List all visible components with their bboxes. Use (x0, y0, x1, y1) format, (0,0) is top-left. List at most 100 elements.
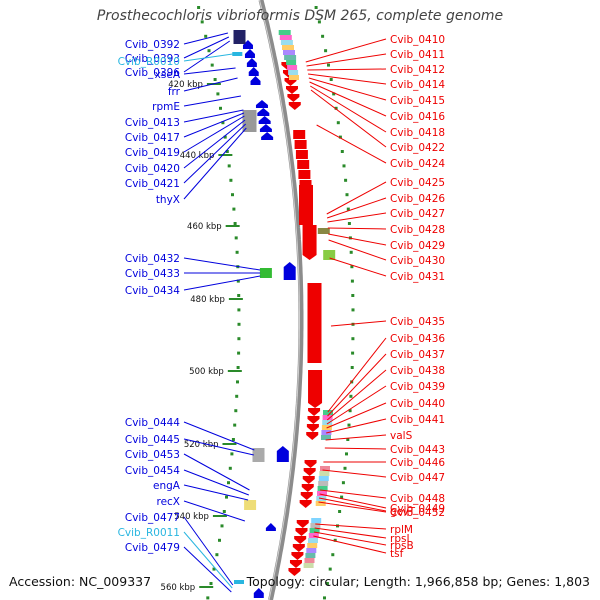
leader-line (319, 493, 387, 509)
kbp-dot-outer (332, 92, 336, 96)
gene-label-right: Cvib_0449 (390, 503, 445, 515)
cog-color-block (280, 40, 293, 45)
kbp-dot-outer (350, 366, 354, 369)
kbp-dot-inner (227, 164, 231, 168)
kbp-dot-outer (328, 567, 332, 571)
forward-gene-arrow (276, 446, 289, 462)
gene-label-left: Cvib_0445 (125, 434, 180, 446)
cog-color-block (322, 420, 333, 425)
leader-line (183, 53, 233, 62)
reverse-gene-block (323, 250, 336, 260)
reverse-gene-arrow (306, 424, 319, 432)
kbp-dot-outer (350, 279, 354, 283)
kbp-dot-inner (228, 466, 232, 470)
kbp-label: 460 kbp (187, 222, 222, 232)
gene-label-right: Cvib_0441 (390, 414, 445, 426)
leader-line (318, 501, 387, 513)
leader-line (315, 523, 387, 530)
leader-line (316, 124, 387, 164)
leader-line (313, 535, 387, 554)
kbp-dot-outer (340, 495, 344, 499)
kbp-dot-inner (237, 337, 241, 341)
kbp-dot-outer (317, 20, 321, 24)
gene-label-left: rpmE (152, 101, 180, 113)
leader-line (325, 434, 387, 441)
genome-title: Prosthecochloris vibrioformis DSM 265, c… (96, 8, 504, 24)
gene-label-right: Cvib_0446 (390, 457, 445, 469)
kbp-dot-outer (334, 106, 338, 110)
leader-line (326, 385, 387, 425)
reverse-gene-arrow (291, 552, 304, 560)
leader-line (326, 402, 387, 429)
kbp-dot-inner (216, 92, 220, 96)
gene-label-left: Cvib_0433 (125, 268, 180, 280)
leader-line (305, 38, 387, 63)
kbp-label: 520 kbp (184, 440, 219, 450)
forward-gene-arrow (258, 116, 271, 124)
reverse-gene (295, 150, 308, 159)
gene-label-left: Cvib_0419 (125, 147, 180, 159)
kbp-dot-outer (345, 452, 348, 456)
gene-label-right: Cvib_0415 (390, 95, 445, 107)
backbone-arc (258, 0, 304, 600)
leader-line (183, 32, 229, 45)
gene-label-right: Cvib_0443 (390, 444, 445, 456)
reverse-gene-arrow (295, 528, 308, 536)
forward-gene-block (259, 268, 272, 278)
cog-color-block (278, 30, 291, 35)
reverse-gene (299, 180, 312, 189)
kbp-dot-outer (343, 466, 347, 470)
cog-color-block (283, 50, 295, 55)
gene-label-left: Cvib_0393 (125, 53, 180, 65)
reverse-gene-arrow (287, 94, 300, 102)
gene-label-right: tsf (390, 548, 404, 560)
leader-line (326, 197, 387, 219)
reverse-gene-arrow (301, 484, 314, 492)
gene-label-left: Cvib_0444 (125, 417, 180, 429)
leader-line (310, 85, 387, 133)
reverse-gene-arrow (288, 568, 301, 576)
kbp-dot-outer (349, 250, 353, 254)
cog-color-block (320, 466, 330, 471)
cog-color-block (309, 528, 320, 533)
forward-gene-block (233, 30, 246, 44)
kbp-dot-inner (220, 524, 224, 528)
leader-line (308, 77, 387, 101)
kbp-dot-inner (237, 351, 241, 355)
leader-line (309, 81, 387, 117)
cog-color-block (305, 553, 316, 558)
leader-line (183, 123, 247, 184)
leader-line (324, 447, 387, 450)
cog-color-block (319, 471, 330, 476)
gene-label-left: Cvib_0477 (125, 512, 180, 524)
gene-label-right: Cvib_0452 (390, 507, 445, 519)
cog-color-block (284, 55, 297, 60)
gene-label-right: Cvib_0440 (390, 398, 445, 410)
rna-gene (232, 52, 243, 56)
leader-line (183, 257, 261, 271)
kbp-dot-outer (325, 582, 329, 585)
cog-color-block (308, 533, 319, 538)
forward-gene-arrow (257, 108, 270, 116)
gene-label-right: Cvib_0429 (390, 240, 445, 252)
kbp-dot-inner (237, 308, 241, 312)
gene-label-left: Cvib_0432 (125, 253, 180, 265)
gene-label-right: Cvib_0422 (390, 142, 445, 154)
kbp-dot-outer (324, 49, 328, 53)
reverse-gene-arrow (292, 544, 305, 552)
gene-label-right: Cvib_0414 (390, 79, 445, 91)
reverse-gene (294, 140, 307, 149)
reverse-gene-arrow (299, 500, 312, 508)
gene-label-right: Cvib_0439 (390, 381, 445, 393)
kbp-dot-inner (215, 553, 219, 557)
reverse-gene-arrow (303, 468, 316, 476)
leader-line (183, 438, 254, 456)
kbp-dot-outer (340, 150, 344, 153)
kbp-dot-outer (327, 63, 330, 67)
kbp-dot-inner (237, 322, 241, 326)
kbp-dot-inner (230, 452, 234, 456)
kbp-dot-inner (229, 178, 233, 182)
kbp-dot-outer (333, 538, 337, 542)
forward-gene-arrow (283, 262, 296, 280)
kbp-label: 540 kbp (174, 512, 209, 522)
